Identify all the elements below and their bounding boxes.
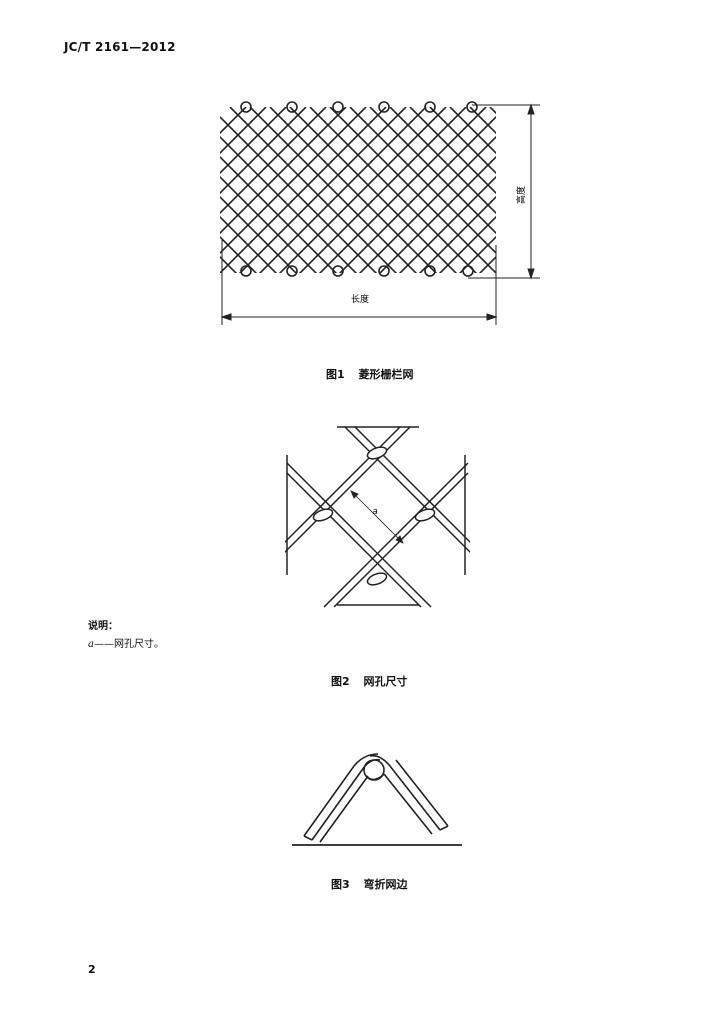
figure3-caption-title: 弯折网边	[363, 878, 408, 891]
bottom-knuckles	[240, 265, 474, 277]
figure2-caption-number: 图2	[331, 675, 350, 688]
figure1-caption-title: 菱形栅栏网	[358, 368, 414, 381]
height-dimension	[468, 103, 540, 280]
figure2-caption-title: 网孔尺寸	[363, 675, 408, 688]
legend-description: ——网孔尺寸。	[93, 639, 164, 650]
dimension-a	[350, 490, 404, 544]
dimension-a-label: a	[372, 507, 378, 517]
figure1-chain-link-fence: 高度 长度	[220, 101, 540, 325]
height-label: 高度	[515, 186, 527, 204]
legend-item: a——网孔尺寸。	[88, 636, 164, 654]
legend-symbol: a	[88, 639, 94, 650]
figure1-caption-number: 图1	[326, 368, 345, 381]
legend-heading: 说明：	[88, 621, 118, 632]
standard-code: JC/T 2161—2012	[64, 40, 176, 54]
knuckle-twists	[312, 446, 436, 586]
page-number: 2	[88, 963, 96, 976]
figure1-caption: 图1 菱形栅栏网	[326, 366, 414, 382]
length-label: 长度	[351, 293, 369, 305]
figure2-caption: 图2 网孔尺寸	[331, 673, 408, 689]
figure2-mesh-opening: a	[285, 426, 470, 608]
figure3-bent-edge	[292, 753, 462, 846]
bent-wire	[303, 753, 449, 843]
figure2-legend: 说明： a——网孔尺寸。	[88, 618, 164, 654]
figure3-caption-number: 图3	[331, 878, 350, 891]
top-knuckles	[240, 101, 478, 113]
mesh-pattern	[220, 107, 496, 273]
figure3-caption: 图3 弯折网边	[331, 876, 408, 892]
length-dimension	[220, 240, 498, 325]
